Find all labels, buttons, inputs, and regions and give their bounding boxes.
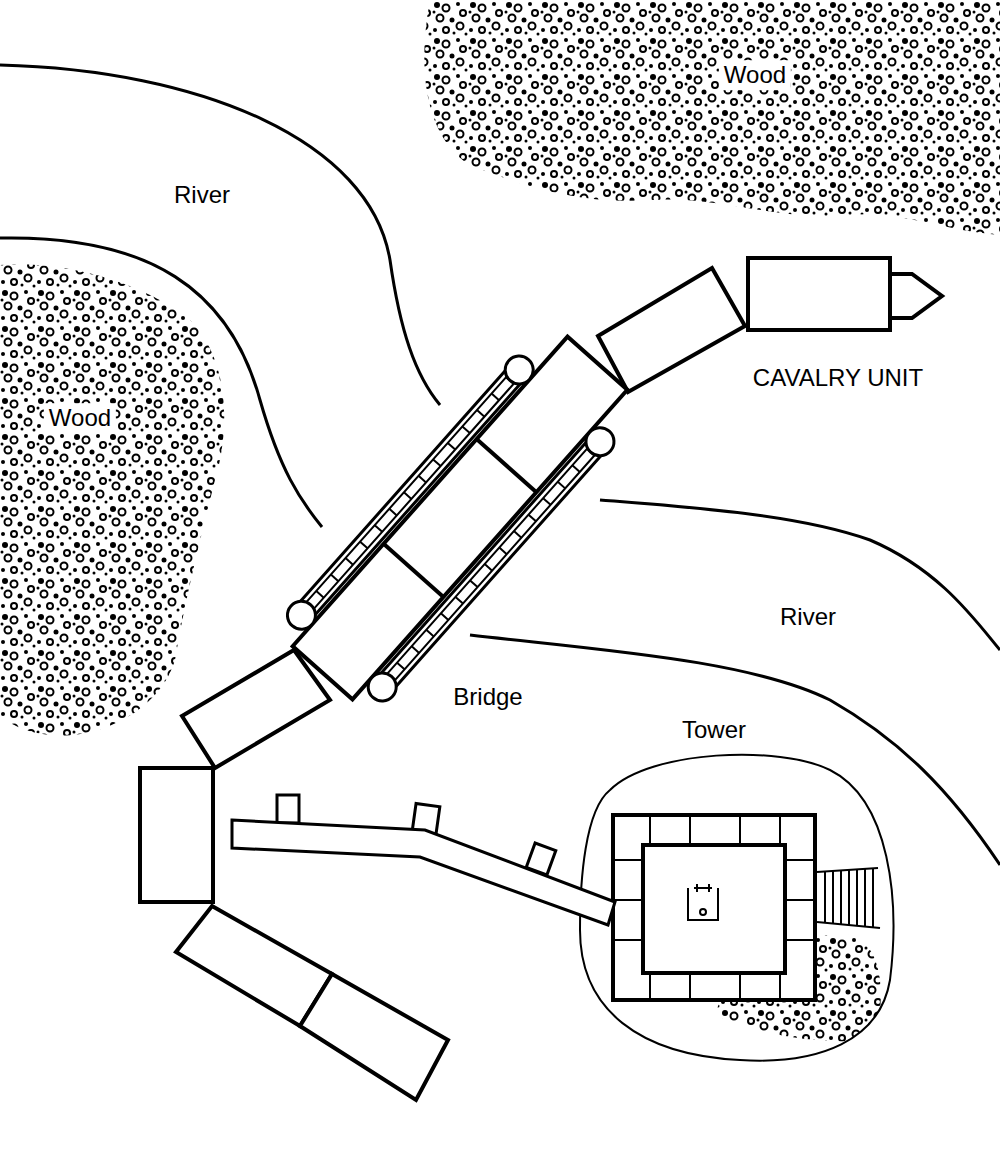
wood-area (0, 264, 224, 735)
rail-rung (514, 531, 521, 538)
rail-rung (375, 525, 382, 532)
rail-rung (331, 575, 338, 582)
rail-rung (572, 465, 579, 472)
wall (232, 795, 615, 925)
map-label: Wood (44, 403, 116, 433)
cavalry-column (140, 258, 942, 1100)
rail-rung (426, 630, 433, 637)
bridge-rail (362, 422, 619, 707)
rail-rung (462, 426, 469, 433)
map-label: River (775, 602, 841, 632)
tower (580, 755, 893, 1061)
rail-rung (346, 558, 353, 565)
rail-rung (558, 482, 565, 489)
map-label: Wood (719, 60, 791, 90)
map-label: River (169, 180, 235, 210)
rail-rung (485, 564, 492, 571)
rail-rung (543, 498, 550, 505)
rail-rung (441, 613, 448, 620)
rail-rung (470, 580, 477, 587)
rail-rung (529, 515, 536, 522)
rail-rung (389, 509, 396, 516)
rail-rung (499, 548, 506, 555)
rail-rung (433, 459, 440, 466)
map-label: Bridge (448, 682, 527, 712)
rail-rung (506, 377, 513, 384)
rail-rung (404, 492, 411, 499)
map-label: CAVALRY UNIT (748, 363, 928, 393)
map-label: Tower (677, 715, 751, 745)
wood-area (424, 0, 1000, 235)
bridge (272, 318, 649, 718)
rail-rung (419, 476, 426, 483)
rail-rung (492, 394, 499, 401)
rail-rung (477, 410, 484, 417)
rail-rung (360, 542, 367, 549)
rail-rung (412, 646, 419, 653)
rail-rung (316, 591, 323, 598)
bridge-rail (282, 350, 539, 635)
rail-rung (587, 449, 594, 456)
rail-rung (448, 443, 455, 450)
tower-symbol (688, 884, 718, 920)
river-bank (0, 65, 1000, 865)
rail-rung (397, 663, 404, 670)
rail-rung (455, 597, 462, 604)
